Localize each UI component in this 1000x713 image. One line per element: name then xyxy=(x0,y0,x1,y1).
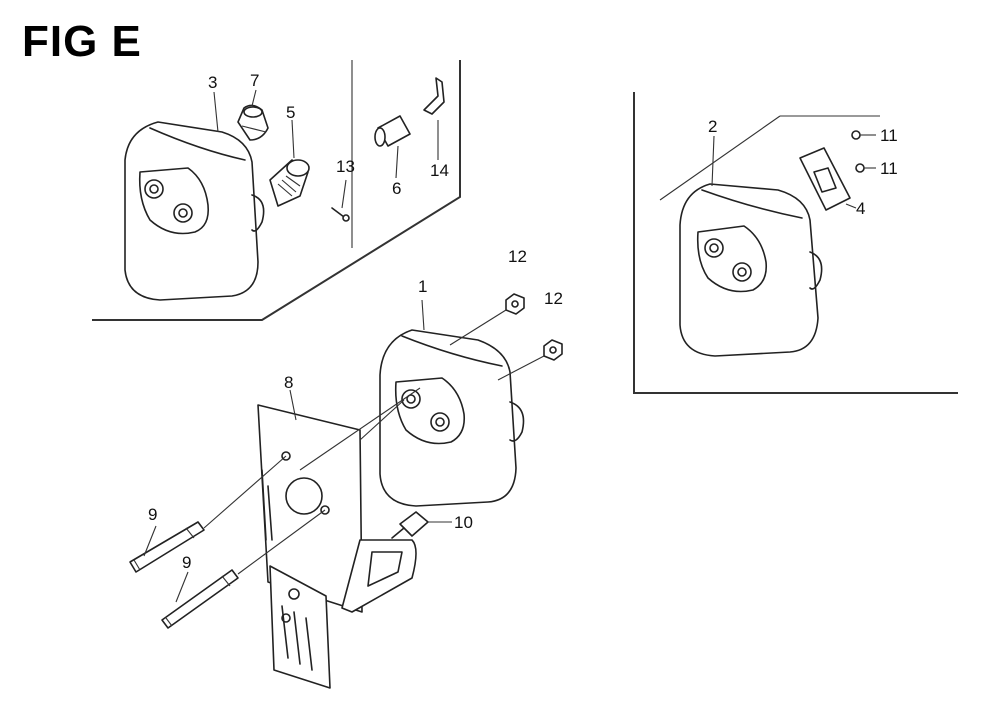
callout-2: 2 xyxy=(708,117,717,136)
muffler-part-1 xyxy=(379,329,525,507)
bolt-part-10 xyxy=(391,511,452,539)
callout-11b: 11 xyxy=(880,159,898,178)
callout-6: 6 xyxy=(392,179,401,198)
callout-8: 8 xyxy=(284,373,293,392)
cap-part-7 xyxy=(237,104,269,141)
callout-9b: 9 xyxy=(182,553,191,572)
callout-13: 13 xyxy=(336,157,355,176)
studs-part-9 xyxy=(129,455,326,629)
muffler-part-2 xyxy=(679,183,823,357)
callout-12a: 12 xyxy=(508,247,527,266)
leader-lines xyxy=(143,89,857,603)
callout-7: 7 xyxy=(250,71,259,90)
heat-shield-part-8 xyxy=(257,404,417,613)
clip-part-14 xyxy=(423,77,445,115)
callout-12b: 12 xyxy=(544,289,563,308)
callout-1: 1 xyxy=(418,277,427,296)
screw-parts-11 xyxy=(851,130,876,173)
spark-arrester-part-5 xyxy=(269,159,310,207)
screw-part-13 xyxy=(331,207,350,222)
gasket-part-4 xyxy=(799,147,851,211)
nuts-part-12 xyxy=(449,293,563,381)
callout-9a: 9 xyxy=(148,505,157,524)
callout-5: 5 xyxy=(286,103,295,122)
pin-part-6 xyxy=(374,115,411,147)
muffler-part-3 xyxy=(124,121,265,301)
callout-11a: 11 xyxy=(880,126,898,145)
callout-10: 10 xyxy=(454,513,473,532)
bracket-plate xyxy=(269,565,331,689)
callout-14: 14 xyxy=(430,161,449,180)
callout-4: 4 xyxy=(856,199,865,218)
inset-frame-left xyxy=(92,60,461,321)
figure-title: FIG E xyxy=(22,17,142,66)
callout-3: 3 xyxy=(208,73,217,92)
inset-frame-right xyxy=(633,92,958,394)
